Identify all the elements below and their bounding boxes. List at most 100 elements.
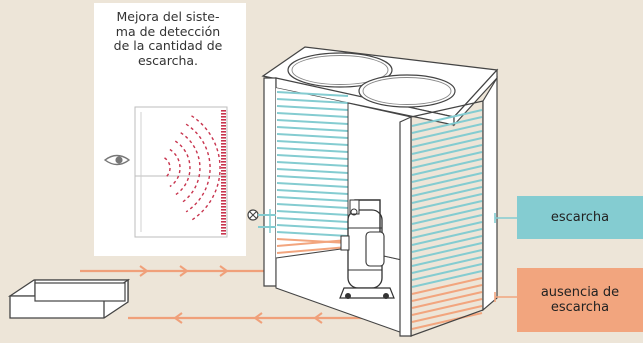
eye-icon (103, 154, 131, 166)
no-frost-tag: ausencia de escarcha (517, 268, 643, 332)
sensor-dot (221, 224, 226, 226)
sensor-detail (134, 106, 228, 238)
coil-fin (411, 144, 483, 162)
sensor-dot (221, 143, 226, 145)
coil-fin (276, 238, 349, 244)
coil-fin (276, 161, 349, 167)
sensor-wave (164, 157, 171, 179)
sensor-dot (221, 182, 226, 184)
coil-fin (411, 130, 483, 148)
coil-fin (411, 165, 483, 183)
sensor-dot (221, 125, 226, 127)
sensor-dot (221, 170, 226, 172)
coil-fin (411, 221, 483, 239)
sensor-wave (174, 140, 191, 196)
sensor-dot (221, 140, 226, 142)
sensor-dot (221, 197, 226, 199)
coil-fin (411, 214, 483, 232)
coil-fin (411, 284, 483, 302)
coil-fins-left (276, 91, 349, 254)
coil-fin (411, 151, 483, 169)
coil-fin (276, 140, 349, 146)
sensor-dot (221, 119, 226, 121)
coil-fin (276, 217, 349, 223)
coil-fin (276, 91, 349, 97)
coil-fin (276, 210, 349, 216)
sensor-dot (221, 209, 226, 211)
coil-fin (276, 182, 349, 188)
coil-fin (411, 242, 483, 260)
sensor-wave (180, 132, 201, 204)
coil-fin (411, 277, 483, 295)
coil-fin (276, 239, 349, 247)
sensor-wave (191, 115, 221, 221)
coil-fin (276, 133, 349, 139)
sensor-dot-column (221, 110, 226, 235)
coil-fin (411, 270, 483, 288)
sensor-dot (221, 128, 226, 130)
sensor-dot (221, 176, 226, 178)
sensor-dot (221, 152, 226, 154)
coil-fin (411, 137, 483, 155)
coil-fin (276, 189, 349, 195)
coil-fin (276, 203, 349, 209)
no-frost-label: ausencia de escarcha (540, 285, 620, 315)
coil-fin (411, 312, 483, 330)
coil-fin (411, 109, 483, 127)
sensor-dot (221, 227, 226, 229)
coil-fin (276, 105, 349, 111)
sensor-dot (221, 212, 226, 214)
coil-fin (411, 116, 483, 134)
sensor-dot (221, 215, 226, 217)
sensor-dot (221, 137, 226, 139)
frost-label: escarcha (550, 210, 610, 225)
sensor-dot (221, 146, 226, 148)
sensor-dot (221, 200, 226, 202)
valve-icon (247, 209, 276, 233)
coil-fin (276, 231, 349, 237)
sensor-dot (221, 230, 226, 232)
sensor-dot (221, 218, 226, 220)
coil-fins-right (411, 109, 483, 330)
coil-fin (411, 179, 483, 197)
coil-fin (411, 263, 483, 281)
sensor-dot (221, 164, 226, 166)
coil-fin (411, 158, 483, 176)
sensor-dot (221, 185, 226, 187)
coil-fin (411, 291, 483, 309)
sensor-caption: Mejora del siste- ma de detección de la … (113, 9, 223, 68)
sensor-wave (185, 123, 211, 213)
sensor-dot (221, 116, 226, 118)
coil-fin (411, 172, 483, 190)
coil-fin (276, 246, 349, 254)
sensor-dot (221, 110, 226, 112)
coil-fin (411, 186, 483, 204)
sensor-dot (221, 173, 226, 175)
sensor-dot (221, 155, 226, 157)
sensor-dot (221, 134, 226, 136)
coil-fin (276, 175, 349, 181)
coil-fin (276, 168, 349, 174)
coil-fin (276, 154, 349, 160)
coil-fin (411, 207, 483, 225)
coil-fin (276, 126, 349, 132)
sensor-dot (221, 191, 226, 193)
coil-fin (276, 98, 349, 104)
coil-fin (411, 249, 483, 267)
sensor-dot (221, 206, 226, 208)
indoor-unit (7, 278, 131, 319)
compressor-icon (339, 199, 395, 299)
coil-fin (411, 305, 483, 323)
sensor-dot (221, 221, 226, 223)
coil-fin (411, 123, 483, 141)
coil-fin (411, 228, 483, 246)
sensor-dot (221, 158, 226, 160)
coil-fin (276, 224, 349, 230)
coil-fin (276, 119, 349, 125)
sensor-dot (221, 194, 226, 196)
sensor-dot (221, 167, 226, 169)
sensor-waves (164, 115, 221, 221)
sensor-dot (221, 149, 226, 151)
